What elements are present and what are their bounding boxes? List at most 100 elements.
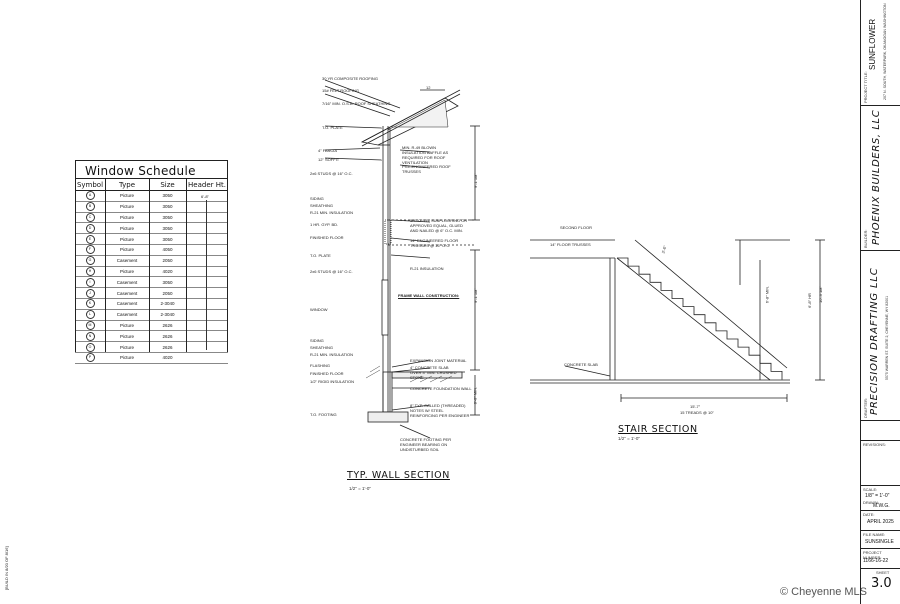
type-cell: Casement — [105, 287, 149, 299]
roof-pitch-label: 12 — [426, 85, 431, 90]
size-cell: 2050 — [149, 287, 186, 299]
wall-label: 14" ENGINEERED FLOOR TRUSSES @ 16" O.C. — [410, 238, 459, 248]
symbol-cell: J — [75, 287, 105, 299]
symbol-circle: I — [85, 277, 95, 287]
wall-section-scale: 1/2" = 1'-0" — [349, 486, 371, 491]
column-header-symbol: Symbol — [75, 179, 105, 191]
size-cell: 3050 — [149, 222, 186, 235]
builder-name: PHOENIX BUILDERS, LLC — [871, 109, 882, 245]
roof-insulation — [387, 99, 449, 131]
symbol-circle: N — [85, 331, 95, 341]
wall-label: SIDING — [310, 196, 324, 201]
file-name-label: FILE NAME: — [863, 532, 886, 537]
size-cell: 3050 — [149, 212, 186, 224]
symbol-cell: L — [75, 309, 105, 321]
size-cell: 4020 — [149, 352, 186, 364]
header-height-cell — [186, 212, 228, 224]
stair-treads — [617, 257, 783, 380]
wall-label: CONCRETE FOOTING PER ENGINEER BEARING ON… — [400, 437, 452, 452]
stair-section-drawing — [530, 239, 825, 402]
foundation-wall — [382, 371, 393, 413]
symbol-circle: G — [85, 256, 95, 266]
type-cell: Picture — [105, 266, 149, 278]
column-header-type: Type — [105, 179, 149, 191]
header-height-cell — [186, 233, 228, 245]
dimension-label: 9'-1 1/8" — [472, 288, 478, 303]
dimension-label: 8'-0" MIN. — [472, 386, 478, 405]
wall-label: 15# FELT ROOFING — [322, 88, 359, 93]
size-cell: 3050 — [149, 201, 186, 213]
size-cell: 3050 — [149, 276, 186, 289]
column-header-header-height: Header Ht. — [186, 179, 228, 191]
header-height-cell — [186, 190, 228, 202]
wall-label: EXPANSION JOINT MATERIAL — [410, 358, 467, 363]
wall-label: 3/4" O.S.B. SUBFLOORING OR APPROVED EQUA… — [410, 218, 468, 233]
wall-label: 4" CONCRETE SLAB OVER 4" MIN. CRUSHED ST… — [410, 365, 457, 380]
handrail-line — [634, 239, 788, 369]
symbol-cell: N — [75, 330, 105, 343]
wall-label: FINISHED FLOOR — [310, 371, 344, 376]
symbol-circle: H — [85, 266, 95, 276]
symbol-circle: K — [85, 299, 95, 309]
stair-label: SECOND FLOOR — [560, 225, 593, 230]
wall-label: T.O. PLATE — [310, 253, 331, 258]
wall-label: MIN. R-49 BLOWN INSULATION BAFFLE AS REQ… — [402, 145, 449, 165]
size-cell: 4050 — [149, 244, 186, 256]
size-cell: 4020 — [149, 266, 186, 278]
symbol-cell: D — [75, 222, 105, 235]
wall-label: FINISHED FLOOR — [310, 235, 344, 240]
drawn-value: M.W.G. — [873, 503, 890, 509]
wall-label: 1 HR. GYP. BD. — [310, 222, 339, 227]
size-cell: 2626 — [149, 341, 186, 353]
header-height-cell — [186, 244, 228, 256]
size-cell: 2-3040 — [149, 309, 186, 321]
roof-line — [361, 89, 461, 143]
wall-label: SHEATHING — [310, 203, 334, 208]
wall-label: FRAME WALL CONSTRUCTION: — [398, 293, 460, 298]
symbol-cell: M — [75, 320, 105, 332]
symbol-circle: L — [85, 310, 95, 320]
stair-label: 15'-7" — [690, 404, 701, 409]
header-height-cell — [186, 309, 228, 321]
wall-section-title: TYP. WALL SECTION — [347, 470, 450, 481]
header-height-cell — [186, 201, 228, 213]
wall-label: 8" TYP. CALLED (THREADED) NOTES W/ STEEL… — [410, 403, 470, 418]
type-cell: Casement — [105, 276, 149, 289]
symbol-circle: P — [85, 353, 95, 363]
stair-label: 6'-8" HR — [806, 293, 812, 308]
window-schedule-title-box: Window Schedule — [75, 160, 228, 179]
header-height-cell — [186, 330, 228, 343]
project-title-label: PROJECT TITLE: — [863, 71, 868, 103]
drafter-name: PRECISION DRAFTING LLC — [869, 267, 880, 416]
wall-label: SHEATHING — [310, 345, 334, 350]
revisions-label: REVISIONS: — [863, 442, 886, 447]
header-height-cell — [186, 352, 228, 364]
stair-section-title: STAIR SECTION — [618, 424, 698, 435]
header-height-cell — [186, 276, 228, 289]
wall-label: 2x6 STUDS @ 16" O.C. — [310, 171, 353, 176]
header-height-cell — [186, 222, 228, 235]
wall-label: 12" SOFFIT — [318, 157, 340, 162]
symbol-cell: G — [75, 255, 105, 267]
type-cell: Picture — [105, 212, 149, 224]
header-height-extent-line — [206, 200, 207, 350]
drafter-label: DRAFTER: — [863, 398, 868, 418]
symbol-cell: H — [75, 266, 105, 278]
side-note: [BUILD IN 8/20 OF 8/16] — [4, 546, 9, 590]
wall-label: R-21 MIN. INSULATION — [310, 210, 354, 215]
header-height-cell — [186, 266, 228, 278]
size-cell: 2626 — [149, 320, 186, 332]
wall-label: R-21 INSULATION — [410, 266, 444, 271]
type-cell: Picture — [105, 330, 149, 343]
date-value: APRIL 2025 — [867, 519, 894, 525]
wall-label: T.O. FOOTING — [310, 412, 337, 417]
grade-hatch — [365, 365, 453, 383]
stair-label: 15 TREADS @ 10" — [680, 410, 714, 415]
